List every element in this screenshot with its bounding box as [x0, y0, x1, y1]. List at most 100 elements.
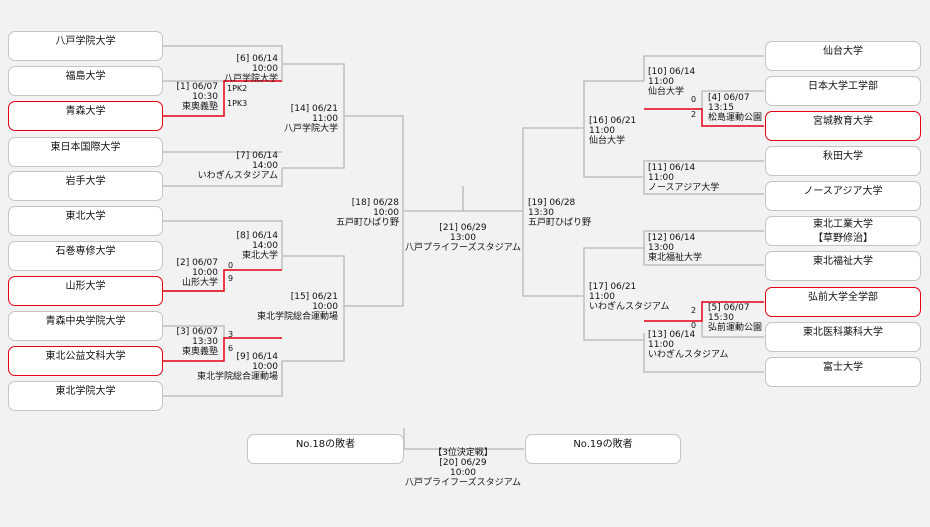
game-17-venue: いわぎんスタジアム [589, 302, 670, 312]
team-l2: 福島大学 [8, 66, 163, 96]
game-17-time: 11:00 [589, 292, 615, 302]
score-game-4-bottom: 2 [691, 110, 697, 119]
team-l1: 八戸学院大学 [8, 31, 163, 61]
game-4-venue: 松島運動公園 [708, 113, 763, 123]
game-5-venue: 弘前運動公園 [708, 323, 763, 333]
game-2-info: [2] 06/07 10:00 山形大学 [176, 258, 218, 288]
game-11-venue: ノースアジア大学 [648, 183, 720, 193]
game-21-info: [21] 06/29 13:00 八戸プライフーズスタジアム [383, 223, 543, 253]
game-6-date: [6] 06/14 [236, 54, 278, 64]
team-l9: 青森中央学院大学 [8, 311, 163, 341]
game-1-time: 10:30 [192, 92, 218, 102]
team-l8: 山形大学 [8, 276, 163, 306]
game-9-info: [9] 06/14 10:00 東北学院総合運動場 [197, 352, 278, 382]
game-15-info: [15] 06/21 10:00 東北学院総合運動場 [257, 292, 338, 322]
game-5-time: 15:30 [708, 313, 734, 323]
game-18-time: 10:00 [373, 208, 399, 218]
game-8-venue: 東北大学 [241, 251, 278, 261]
game-16-date: [16] 06/21 [589, 116, 637, 126]
game-19-time: 13:30 [528, 208, 554, 218]
game-18-date: [18] 06/28 [351, 198, 399, 208]
game-3-venue: 東奥義塾 [181, 347, 218, 357]
game-14-info: [14] 06/21 11:00 八戸学院大学 [284, 104, 338, 134]
game-20-time: 10:00 [450, 468, 476, 478]
game-1-date: [1] 06/07 [176, 82, 218, 92]
game-16-info: [16] 06/21 11:00 仙台大学 [589, 116, 636, 146]
game-16-time: 11:00 [589, 126, 615, 136]
game-16-venue: 仙台大学 [589, 136, 626, 146]
game-11-date: [11] 06/14 [648, 163, 696, 173]
game-17-info: [17] 06/21 11:00 いわぎんスタジアム [589, 282, 669, 312]
game-12-info: [12] 06/14 13:00 東北福祉大学 [648, 233, 702, 263]
team-r4: 秋田大学 [765, 146, 921, 176]
game-7-venue: いわぎんスタジアム [197, 171, 278, 181]
game-9-venue: 東北学院総合運動場 [196, 372, 278, 382]
game-13-time: 11:00 [648, 340, 674, 350]
game-15-time: 10:00 [312, 302, 338, 312]
game-9-time: 10:00 [252, 362, 278, 372]
game-14-time: 11:00 [312, 114, 338, 124]
game-13-venue: いわぎんスタジアム [648, 350, 729, 360]
game-8-date: [8] 06/14 [236, 231, 278, 241]
team-l6: 東北大学 [8, 206, 163, 236]
game-18-venue: 五戸町ひばり野 [335, 218, 399, 228]
game-10-info: [10] 06/14 11:00 仙台大学 [648, 67, 695, 97]
team-loser-18: No.18の敗者 [247, 434, 404, 464]
game-11-time: 11:00 [648, 173, 674, 183]
team-l4: 東日本国際大学 [8, 137, 163, 167]
game-19-venue: 五戸町ひばり野 [528, 218, 592, 228]
game-10-date: [10] 06/14 [648, 67, 696, 77]
score-game-3-top: 3 [228, 330, 234, 339]
game-18-info: [18] 06/28 10:00 五戸町ひばり野 [336, 198, 399, 228]
game-21-venue: 八戸プライフーズスタジアム [405, 243, 521, 253]
game-4-date: [4] 06/07 [708, 93, 750, 103]
game-12-time: 13:00 [648, 243, 674, 253]
game-2-time: 10:00 [192, 268, 218, 278]
game-5-date: [5] 06/07 [708, 303, 750, 313]
game-12-date: [12] 06/14 [648, 233, 696, 243]
score-game-6-top: 1PK2 [227, 84, 248, 93]
team-r9: 東北医科薬科大学 [765, 322, 921, 352]
game-6-time: 10:00 [252, 64, 278, 74]
team-l7: 石巻専修大学 [8, 241, 163, 271]
team-l10: 東北公益文科大学 [8, 346, 163, 376]
game-17-date: [17] 06/21 [589, 282, 637, 292]
game-14-date: [14] 06/21 [290, 104, 338, 114]
game-10-venue: 仙台大学 [648, 87, 685, 97]
game-8-time: 14:00 [252, 241, 278, 251]
game-6-info: [6] 06/14 10:00 八戸学院大学 [224, 54, 278, 84]
game-2-venue: 山形大学 [181, 278, 218, 288]
game-7-date: [7] 06/14 [236, 151, 278, 161]
game-19-info: [19] 06/28 13:30 五戸町ひばり野 [528, 198, 591, 228]
team-r6: 東北工業大学 【草野修治】 [765, 216, 921, 246]
score-game-5-bottom: 0 [691, 321, 697, 330]
game-3-date: [3] 06/07 [176, 327, 218, 337]
score-game-6-bottom: 1PK3 [227, 99, 248, 108]
team-l3: 青森大学 [8, 101, 163, 131]
team-l11: 東北学院大学 [8, 381, 163, 411]
score-game-3-bottom: 6 [228, 344, 234, 353]
game-4-info: [4] 06/07 13:15 松島運動公園 [708, 93, 762, 123]
game-7-info: [7] 06/14 14:00 いわぎんスタジアム [198, 151, 278, 181]
game-3-time: 13:30 [192, 337, 218, 347]
team-r5: ノースアジア大学 [765, 181, 921, 211]
team-r10: 富士大学 [765, 357, 921, 387]
team-l5: 岩手大学 [8, 171, 163, 201]
game-4-time: 13:15 [708, 103, 734, 113]
game-9-date: [9] 06/14 [236, 352, 278, 362]
game-3-info: [3] 06/07 13:30 東奥義塾 [176, 327, 218, 357]
game-2-date: [2] 06/07 [176, 258, 218, 268]
team-r8: 弘前大学全学部 [765, 287, 921, 317]
team-r7: 東北福祉大学 [765, 251, 921, 281]
game-19-date: [19] 06/28 [528, 198, 576, 208]
game-21-time: 13:00 [450, 233, 476, 243]
game-13-date: [13] 06/14 [648, 330, 696, 340]
game-20-date: [20] 06/29 [439, 458, 487, 468]
game-8-info: [8] 06/14 14:00 東北大学 [236, 231, 278, 261]
game-6-venue: 八戸学院大学 [223, 74, 278, 84]
game-20-label: 【3位決定戦】 [433, 448, 493, 458]
game-20-venue: 八戸プライフーズスタジアム [405, 478, 521, 488]
game-11-info: [11] 06/14 11:00 ノースアジア大学 [648, 163, 719, 193]
game-1-venue: 東奥義塾 [181, 102, 218, 112]
